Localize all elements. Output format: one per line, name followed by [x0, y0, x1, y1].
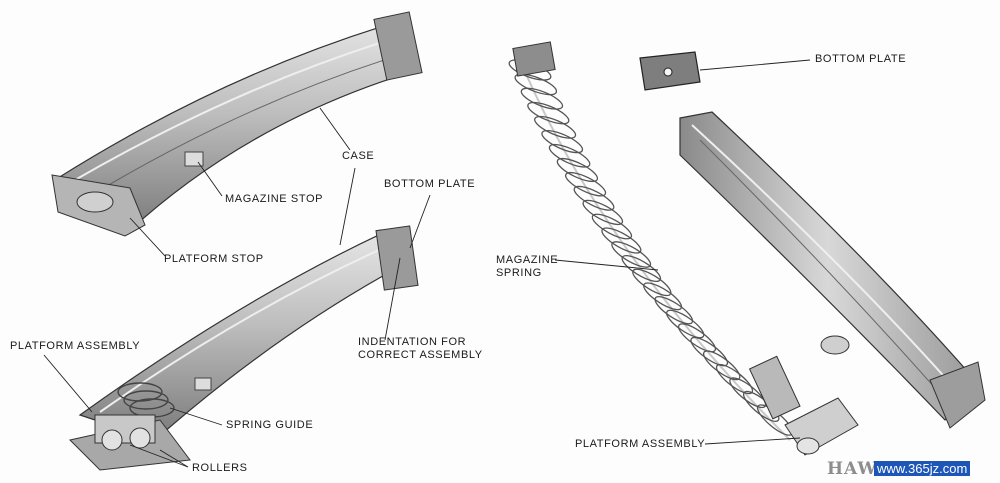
magazine-spring: [508, 59, 794, 441]
spring-coil: [573, 185, 615, 211]
spring-coil: [556, 157, 599, 183]
leader-platform-stop: [129, 217, 166, 257]
magazine-case-right: [679, 111, 986, 429]
spring-coil: [534, 115, 577, 139]
label-rollers: ROLLERS: [192, 462, 248, 474]
spring-coil: [548, 143, 591, 168]
leader-case-bottom: [339, 167, 356, 246]
leader-platform-assembly-left: [43, 354, 93, 413]
spring-coil: [654, 296, 694, 325]
bottom-plate-part: [639, 51, 701, 91]
spring-coil: [527, 101, 570, 125]
label-platform-assembly-right: PLATFORM ASSEMBLY: [575, 438, 706, 450]
leader-platform-assembly-right: [704, 437, 801, 445]
leader-magazine-spring: [554, 259, 659, 271]
label-platform-assembly-left: PLATFORM ASSEMBLY: [10, 340, 141, 352]
spring-coil: [565, 171, 607, 197]
spring-coil: [591, 213, 633, 240]
leader-bottom-plate-left: [409, 194, 431, 249]
spring-bottom-plate-cap: [512, 41, 556, 77]
label-spring-guide: SPRING GUIDE: [226, 419, 314, 431]
watermark-text: HAW: [827, 459, 878, 479]
spring-coil: [643, 282, 683, 311]
label-case: CASE: [342, 150, 375, 162]
leader-lines: [43, 59, 811, 468]
leader-spring-guide: [169, 407, 223, 426]
label-bottom-plate-right: BOTTOM PLATE: [815, 53, 907, 65]
spring-coil: [514, 73, 558, 96]
label-magazine-spring: MAGAZINE SPRING: [496, 254, 559, 279]
spring-coil: [665, 309, 705, 339]
leader-rollers-1: [129, 444, 189, 468]
label-platform-stop: PLATFORM STOP: [164, 253, 264, 265]
leader-case-top: [319, 107, 351, 151]
leader-rollers-2: [159, 449, 189, 468]
leader-indentation: [384, 257, 401, 341]
spring-coil: [632, 268, 672, 297]
spring-coil: [677, 323, 717, 353]
leader-bottom-plate-right: [699, 59, 811, 71]
spring-coil: [520, 87, 564, 110]
label-magazine-stop: MAGAZINE STOP: [225, 193, 324, 205]
platform-assembly-right: [748, 355, 859, 456]
watermark-url: www.365jz.com: [874, 461, 971, 476]
label-indentation: INDENTATION FOR CORRECT ASSEMBLY: [358, 336, 483, 361]
spring-coil: [582, 199, 624, 226]
spring-coil: [541, 129, 584, 154]
leader-magazine-stop: [197, 161, 223, 197]
label-bottom-plate-left: BOTTOM PLATE: [384, 178, 476, 190]
spring-coil: [601, 227, 642, 254]
